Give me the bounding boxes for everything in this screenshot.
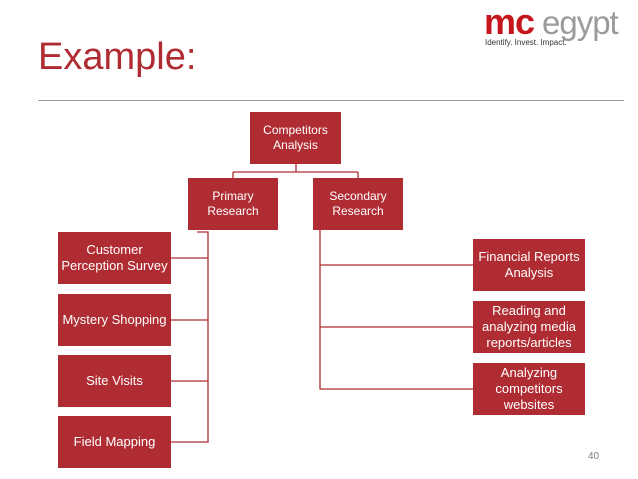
node-customer-perception-survey: Customer Perception Survey <box>58 232 171 284</box>
slide-title: Example: <box>38 36 197 78</box>
connector-secondary-trunk <box>319 230 473 390</box>
page-number: 40 <box>588 451 600 462</box>
node-primary-research: Primary Research <box>188 178 278 230</box>
title-divider <box>38 100 624 101</box>
node-financial-reports-analysis: Financial Reports Analysis <box>473 239 585 291</box>
node-competitors-analysis: Competitors Analysis <box>250 112 341 164</box>
logo-mark: mc <box>484 1 535 42</box>
node-competitors-websites: Analyzing competitors websites <box>473 363 585 415</box>
node-secondary-research: Secondary Research <box>313 178 403 230</box>
node-field-mapping: Field Mapping <box>58 416 171 468</box>
connector-root-split <box>232 164 359 178</box>
connector-primary-trunk <box>171 231 209 443</box>
node-site-visits: Site Visits <box>58 355 171 407</box>
mcegypt-logo: mc egypt Identify. Invest. Impact. <box>484 4 634 52</box>
node-media-reports: Reading and analyzing media reports/arti… <box>473 301 585 353</box>
logo-tagline: Identify. Invest. Impact. <box>485 38 567 47</box>
logo-word: egypt <box>542 4 619 41</box>
node-mystery-shopping: Mystery Shopping <box>58 294 171 346</box>
